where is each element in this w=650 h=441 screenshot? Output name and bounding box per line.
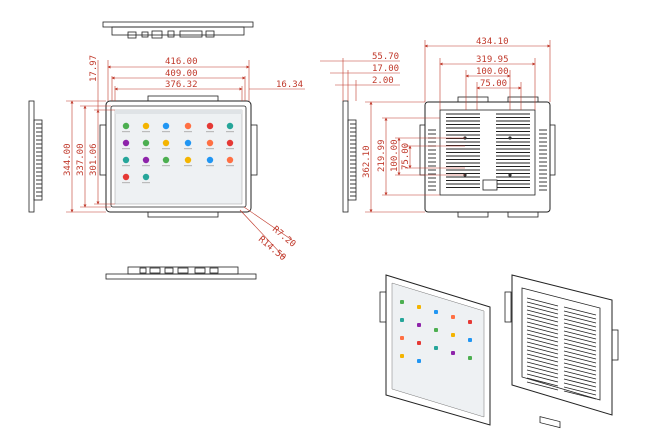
dim-side-offset: 16.34 [276, 80, 303, 90]
app-icon [226, 122, 234, 130]
dim-rear-height-1: 362.10 [362, 145, 372, 178]
rear-view [419, 96, 556, 218]
dim-front-height-1: 344.00 [63, 143, 73, 176]
rear-dimensions [320, 40, 551, 213]
dim-rear-height-4: 75.00 [401, 143, 411, 170]
perspective-rear-view [504, 274, 619, 429]
dim-front-width-2: 409.00 [165, 69, 198, 79]
dim-rear-height-3: 100.00 [390, 139, 400, 172]
front-view [99, 95, 258, 218]
dim-depth-2: 17.00 [372, 64, 399, 74]
dim-front-height-3: 301.06 [89, 143, 99, 176]
app-icon [451, 315, 455, 319]
app-icon [417, 305, 421, 309]
app-icon [417, 359, 421, 363]
app-icon [468, 338, 472, 342]
dim-front-width-1: 416.00 [165, 57, 198, 67]
front-screen [114, 109, 243, 205]
front-dimensions [66, 60, 305, 259]
app-icon [142, 156, 150, 164]
app-icon [434, 310, 438, 314]
app-icon [400, 354, 404, 358]
dim-rear-width-4: 75.00 [480, 79, 507, 89]
dim-rear-width-3: 100.00 [476, 67, 509, 77]
middle-side-view [342, 100, 357, 213]
app-icon [226, 139, 234, 147]
app-icon [162, 156, 170, 164]
dim-depth-1: 55.70 [372, 52, 399, 62]
app-icon [468, 356, 472, 360]
app-icon [162, 139, 170, 147]
app-icon [122, 122, 130, 130]
dim-front-width-3: 376.32 [165, 80, 198, 90]
perspective-app-icons [400, 300, 472, 363]
perspective-front-view [379, 274, 491, 426]
app-icon [184, 122, 192, 130]
app-icon [400, 300, 404, 304]
app-icon [417, 341, 421, 345]
app-icon [142, 173, 150, 181]
left-side-view [28, 100, 43, 213]
app-icon [142, 122, 150, 130]
app-icon [434, 328, 438, 332]
app-icon [400, 318, 404, 322]
app-icon [122, 173, 130, 181]
dim-top-offset: 17.97 [89, 55, 99, 82]
dim-rear-width-1: 434.10 [476, 37, 509, 47]
app-icon [226, 156, 234, 164]
app-icon [400, 336, 404, 340]
app-icon [451, 351, 455, 355]
app-icon [184, 139, 192, 147]
app-icon [184, 156, 192, 164]
dim-depth-3: 2.00 [372, 76, 394, 86]
app-icon [206, 122, 214, 130]
app-icon [468, 320, 472, 324]
app-icon [206, 139, 214, 147]
app-icon [142, 139, 150, 147]
app-icon [451, 333, 455, 337]
app-icon [417, 323, 421, 327]
app-icon [206, 156, 214, 164]
app-icon [122, 139, 130, 147]
dim-rear-height-2: 219.99 [377, 139, 387, 172]
app-icon [122, 156, 130, 164]
top-view [102, 21, 254, 39]
app-icon [162, 122, 170, 130]
app-icon [434, 346, 438, 350]
bottom-view [105, 266, 257, 280]
dim-front-height-2: 337.00 [76, 143, 86, 176]
front-app-icons [115, 110, 242, 184]
dim-rear-width-2: 319.95 [476, 55, 509, 65]
